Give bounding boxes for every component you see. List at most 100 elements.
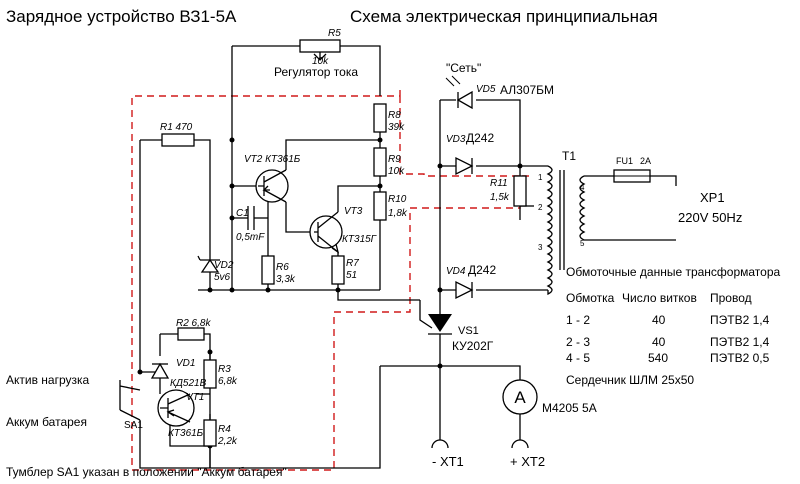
resistor-r6 [261, 255, 275, 285]
table-row-3-turns: 540 [648, 351, 668, 365]
load-mode-label: Актив нагрузка [6, 373, 90, 387]
transistor-vt3 [309, 211, 343, 254]
table-row-1-winding: 1 - 2 [566, 313, 590, 327]
r6-value: 3,3k [276, 274, 296, 285]
diagram-subtitle: Схема электрическая принципиальная [350, 7, 658, 26]
r9-label: R9 [388, 154, 401, 165]
table-row-2-turns: 40 [652, 335, 666, 349]
transistor-vt1 [157, 389, 195, 427]
xt2-label: + XT2 [510, 454, 545, 469]
r4-label: R4 [218, 424, 231, 435]
vd1-value: КД521В [170, 378, 207, 389]
table-row-2-winding: 2 - 3 [566, 335, 590, 349]
transistor-vt2 [255, 169, 289, 203]
battery-mode-label: Аккум батарея [6, 415, 87, 429]
fu1-value: 2A [640, 156, 651, 166]
r4-value: 2,2k [217, 436, 238, 447]
c1-label: C1 [236, 208, 249, 219]
r11-value: 1,5k [490, 192, 510, 203]
terminal-xt2 [511, 439, 529, 449]
resistor-r5 [299, 39, 341, 53]
table-col-winding: Обмотка [566, 291, 615, 305]
t1-pin3: 3 [538, 243, 543, 252]
r7-value: 51 [346, 270, 357, 281]
transformer-table-heading: Обмоточные данные трансформатора [566, 265, 781, 279]
r10-label: R10 [388, 194, 407, 205]
resistor-r1 [161, 133, 195, 147]
led-vd5 [445, 75, 473, 110]
r10-value: 1,8k [388, 208, 408, 219]
vt2-label: VT2 КТ361Б [244, 154, 301, 165]
vd5-value: АЛ307БМ [500, 83, 554, 97]
diagram-title: Зарядное устройство ВЗ1-5А [6, 7, 237, 26]
c1-value: 0,5mF [236, 232, 265, 243]
wires [119, 45, 677, 469]
table-row-3-winding: 4 - 5 [566, 351, 590, 365]
vd2-label: VD2 [214, 260, 234, 271]
t1-label: T1 [562, 149, 576, 163]
thyristor-vs1 [428, 314, 452, 335]
r6-label: R6 [276, 262, 289, 273]
switch-position-note: Тумблер SA1 указан в положении "Аккум ба… [6, 465, 287, 479]
r5-value: 10k [312, 56, 329, 67]
set-indicator-label: "Сеть" [446, 61, 481, 75]
table-row-3-wire: ПЭТВ2 0,5 [710, 351, 770, 365]
resistor-r8 [373, 103, 387, 133]
vd3-value: Д242 [466, 131, 494, 145]
diode-vd1 [150, 362, 170, 379]
vd1-label: VD1 [176, 358, 195, 369]
xt1-label: - XT1 [432, 454, 464, 469]
resistor-r10 [373, 191, 387, 221]
table-col-turns: Число витков [622, 291, 697, 305]
r9-value: 10k [388, 166, 405, 177]
vt1-value: КТ361Б [168, 428, 204, 439]
switch-sa1 [119, 380, 141, 421]
t1-pin2: 2 [538, 203, 543, 212]
capacitor-c1 [247, 206, 268, 230]
diode-vd4 [455, 280, 474, 300]
fuse-fu1 [613, 169, 651, 183]
r8-value: 39k [388, 122, 405, 133]
vd3-label: VD3 [446, 134, 466, 145]
r5-caption: Регулятор тока [274, 65, 358, 79]
meter-label: М4205 5А [542, 401, 597, 415]
r8-label: R8 [388, 110, 401, 121]
resistor-r2 [177, 327, 205, 341]
vt3-value: КТ315Г [342, 234, 378, 245]
r2-label: R2 6,8k [176, 318, 211, 329]
vs1-label: VS1 [458, 325, 479, 337]
table-row-1-turns: 40 [652, 313, 666, 327]
ammeter-symbol: A [514, 388, 526, 407]
t1-pin1: 1 [538, 173, 543, 182]
r11-label: R11 [490, 178, 508, 189]
terminal-xt1 [431, 439, 449, 449]
resistor-r9 [373, 147, 387, 177]
vd4-label: VD4 [446, 266, 466, 277]
sa1-label: SA1 [124, 420, 143, 431]
fu1-label: FU1 [616, 156, 633, 166]
ammeter [502, 379, 538, 415]
vs1-value: КУ202Г [452, 339, 494, 353]
vt3-label: VT3 [344, 206, 363, 217]
r1-label: R1 470 [160, 122, 193, 133]
diode-vd3 [455, 156, 474, 176]
resistor-r4 [203, 419, 217, 447]
zener-vd2 [197, 255, 220, 273]
vt1-label: VT1 [186, 392, 204, 403]
r3-label: R3 [218, 364, 231, 375]
r7-label: R7 [346, 258, 359, 269]
table-row-1-wire: ПЭТВ2 1,4 [710, 313, 770, 327]
vd5-label: VD5 [476, 84, 496, 95]
r5-label: R5 [328, 28, 341, 39]
transformer-t1 [546, 165, 586, 296]
resistor-r7 [331, 255, 345, 285]
vd4-value: Д242 [468, 263, 496, 277]
table-col-wire: Провод [710, 291, 752, 305]
resistor-r3 [203, 359, 217, 389]
t1-pin4: 4 [580, 183, 585, 192]
vd2-value: 5v6 [214, 272, 231, 283]
resistor-r11 [513, 175, 527, 207]
mains-label: 220V 50Hz [678, 210, 742, 225]
